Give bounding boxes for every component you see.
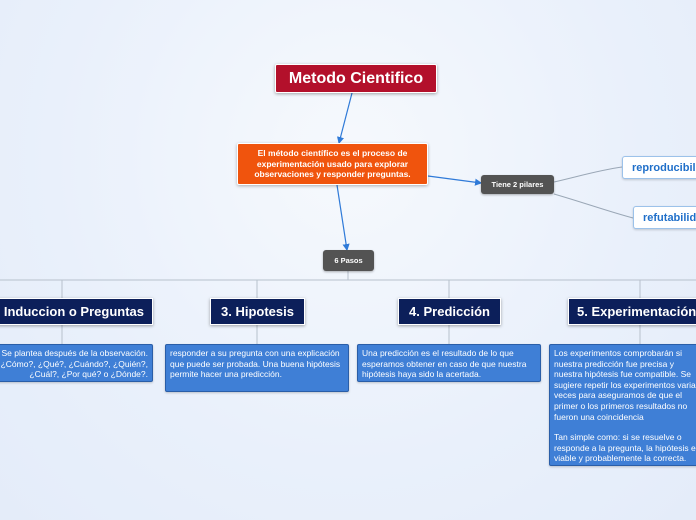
- step-title: 5. Experimentación: [577, 304, 696, 319]
- definition-text: El método científico es el proceso de ex…: [254, 148, 411, 180]
- step-experimentacion-description[interactable]: Los experimentos comprobarán si nuestra …: [549, 344, 696, 466]
- step-title: 4. Predicción: [409, 304, 490, 319]
- pillar-reproducibilidad[interactable]: reproducibilidad: [622, 156, 696, 179]
- root-node[interactable]: Metodo Cientifico: [275, 64, 437, 93]
- step-description-text: Una predicción es el resultado de lo que…: [362, 348, 527, 380]
- paragraph-spacer: [554, 422, 696, 432]
- connector-root-definition: [337, 92, 353, 145]
- pillar-label: reproducibilidad: [632, 161, 696, 174]
- step-experimentacion[interactable]: 5. Experimentación: [568, 298, 696, 325]
- step-description-text: Los experimentos comprobarán si nuestra …: [554, 348, 696, 422]
- step-prediccion[interactable]: 4. Predicción: [398, 298, 501, 325]
- step-induccion-description[interactable]: Se plantea después de la observación. ¿C…: [0, 344, 153, 382]
- pilares-node[interactable]: Tiene 2 pilares: [481, 175, 554, 194]
- step-hipotesis-description[interactable]: responder a su pregunta con una explicac…: [165, 344, 349, 392]
- pillar-refutabilidad[interactable]: refutabilidad: [633, 206, 696, 229]
- step-description-text-2: Tan simple como: si se resuelve o respon…: [554, 432, 696, 464]
- step-prediccion-description[interactable]: Una predicción es el resultado de lo que…: [357, 344, 541, 382]
- definition-node[interactable]: El método científico es el proceso de ex…: [237, 143, 428, 185]
- step-hipotesis[interactable]: 3. Hipotesis: [210, 298, 305, 325]
- pasos-node[interactable]: 6 Pasos: [323, 250, 374, 271]
- connector-pilar-1: [553, 166, 623, 183]
- step-title: 3. Hipotesis: [221, 304, 294, 319]
- connector-definition-pilares: [427, 175, 483, 186]
- connector-definition-pasos: [336, 184, 350, 252]
- root-title: Metodo Cientifico: [288, 69, 424, 87]
- connector-pilar-2: [553, 193, 634, 219]
- step-induccion[interactable]: 2. Induccion o Preguntas: [0, 298, 153, 325]
- step-title: 2. Induccion o Preguntas: [0, 304, 144, 319]
- pillar-label: refutabilidad: [643, 211, 696, 224]
- step-description-text: responder a su pregunta con una explicac…: [170, 348, 341, 380]
- step-description-text: Se plantea después de la observación. ¿C…: [0, 348, 148, 380]
- pasos-label: 6 Pasos: [334, 256, 363, 265]
- pilares-label: Tiene 2 pilares: [491, 180, 544, 189]
